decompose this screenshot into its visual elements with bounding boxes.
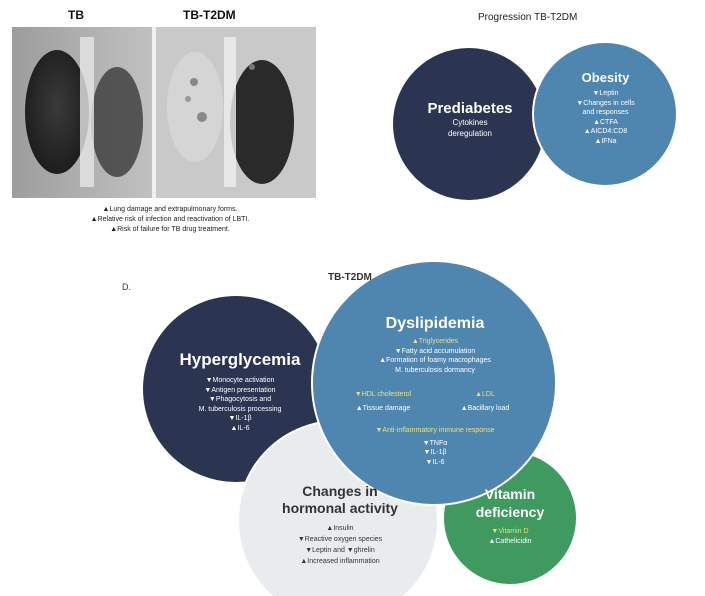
- dyslipidemia-line: ▼IL-1β: [340, 448, 530, 458]
- dyslipidemia-right-block: ▲LDL ▲Bacillary load: [440, 390, 530, 413]
- dyslipidemia-line: ▼Anti-inflammatory immune response: [340, 426, 530, 436]
- obesity-line: ▲AICD4:CD8: [548, 127, 663, 137]
- obesity-line: ▼Leptin: [548, 89, 663, 99]
- dyslipidemia-line: ▼HDL cholesterol: [328, 390, 438, 400]
- hyperglycemia-line: M. tuberculosis processing: [160, 405, 320, 415]
- hyperglycemia-line: ▼Monocyte activation: [160, 376, 320, 386]
- hyperglycemia-title: Hyperglycemia: [160, 350, 320, 370]
- vitamin-line: ▼Vitamin D: [448, 527, 572, 537]
- hyperglycemia-label: Hyperglycemia ▼Monocyte activation ▼Anti…: [160, 350, 320, 433]
- dyslipidemia-line: ▼TNFα: [340, 439, 530, 449]
- prediabetes-label: Prediabetes Cytokines deregulation: [400, 100, 540, 139]
- vitamin-label: Vitamin deficiency ▼Vitamin D ▲Cathelici…: [448, 485, 572, 546]
- hormonal-line: ▼Leptin and ▼ghrelin: [255, 545, 425, 556]
- hyperglycemia-line: ▼Antigen presentation: [160, 386, 320, 396]
- obesity-title: Obesity: [548, 70, 663, 85]
- obesity-line: ▲IFNa: [548, 137, 663, 147]
- dyslipidemia-line: ▲Triglycerides: [340, 337, 530, 347]
- obesity-line: ▲CTFA: [548, 118, 663, 128]
- vitamin-line: ▲Cathelicidin: [448, 537, 572, 547]
- prediabetes-line: Cytokines: [400, 117, 540, 128]
- dyslipidemia-line: ▲LDL: [440, 390, 530, 400]
- dyslipidemia-line: ▲Bacillary load: [440, 404, 530, 414]
- dyslipidemia-line: ▲Tissue damage: [328, 404, 438, 414]
- dyslipidemia-line: ▼IL-6: [340, 458, 530, 468]
- hormonal-title-2: hormonal activity: [255, 500, 425, 517]
- dyslipidemia-mid-block: ▼Anti-inflammatory immune response ▼TNFα…: [340, 426, 530, 467]
- dyslipidemia-left-block: ▼HDL cholesterol ▲Tissue damage: [328, 390, 438, 413]
- dyslipidemia-line: ▲Formation of foamy macrophages: [340, 356, 530, 366]
- dyslipidemia-label: Dyslipidemia ▲Triglycerides ▼Fatty acid …: [340, 315, 530, 375]
- dyslipidemia-title: Dyslipidemia: [340, 315, 530, 333]
- hyperglycemia-line: ▲IL-6: [160, 424, 320, 434]
- hormonal-label: Changes in hormonal activity ▲Insulin ▼R…: [255, 483, 425, 567]
- hormonal-line: ▼Reactive oxygen species: [255, 534, 425, 545]
- prediabetes-line: deregulation: [400, 128, 540, 139]
- hyperglycemia-line: ▼Phagocytosis and: [160, 395, 320, 405]
- hyperglycemia-line: ▼IL-1β: [160, 414, 320, 424]
- hormonal-title-1: Changes in: [255, 483, 425, 500]
- obesity-line: ▼Changes in cells: [548, 99, 663, 109]
- vitamin-title-1: Vitamin: [448, 485, 572, 503]
- panel-c-letter: D.: [122, 282, 131, 292]
- prediabetes-title: Prediabetes: [400, 100, 540, 117]
- obesity-line: and responses: [548, 108, 663, 118]
- hormonal-line: ▲Insulin: [255, 523, 425, 534]
- dyslipidemia-line: M. tuberculosis dormancy: [340, 366, 530, 376]
- dyslipidemia-line: ▼Fatty acid accumulation: [340, 347, 530, 357]
- panel-c-title: TB-T2DM: [328, 272, 372, 283]
- obesity-label: Obesity ▼Leptin ▼Changes in cells and re…: [548, 70, 663, 146]
- dyslipidemia-circle: [312, 261, 556, 505]
- vitamin-title-2: deficiency: [448, 503, 572, 521]
- hormonal-line: ▲Increased inflammation: [255, 556, 425, 567]
